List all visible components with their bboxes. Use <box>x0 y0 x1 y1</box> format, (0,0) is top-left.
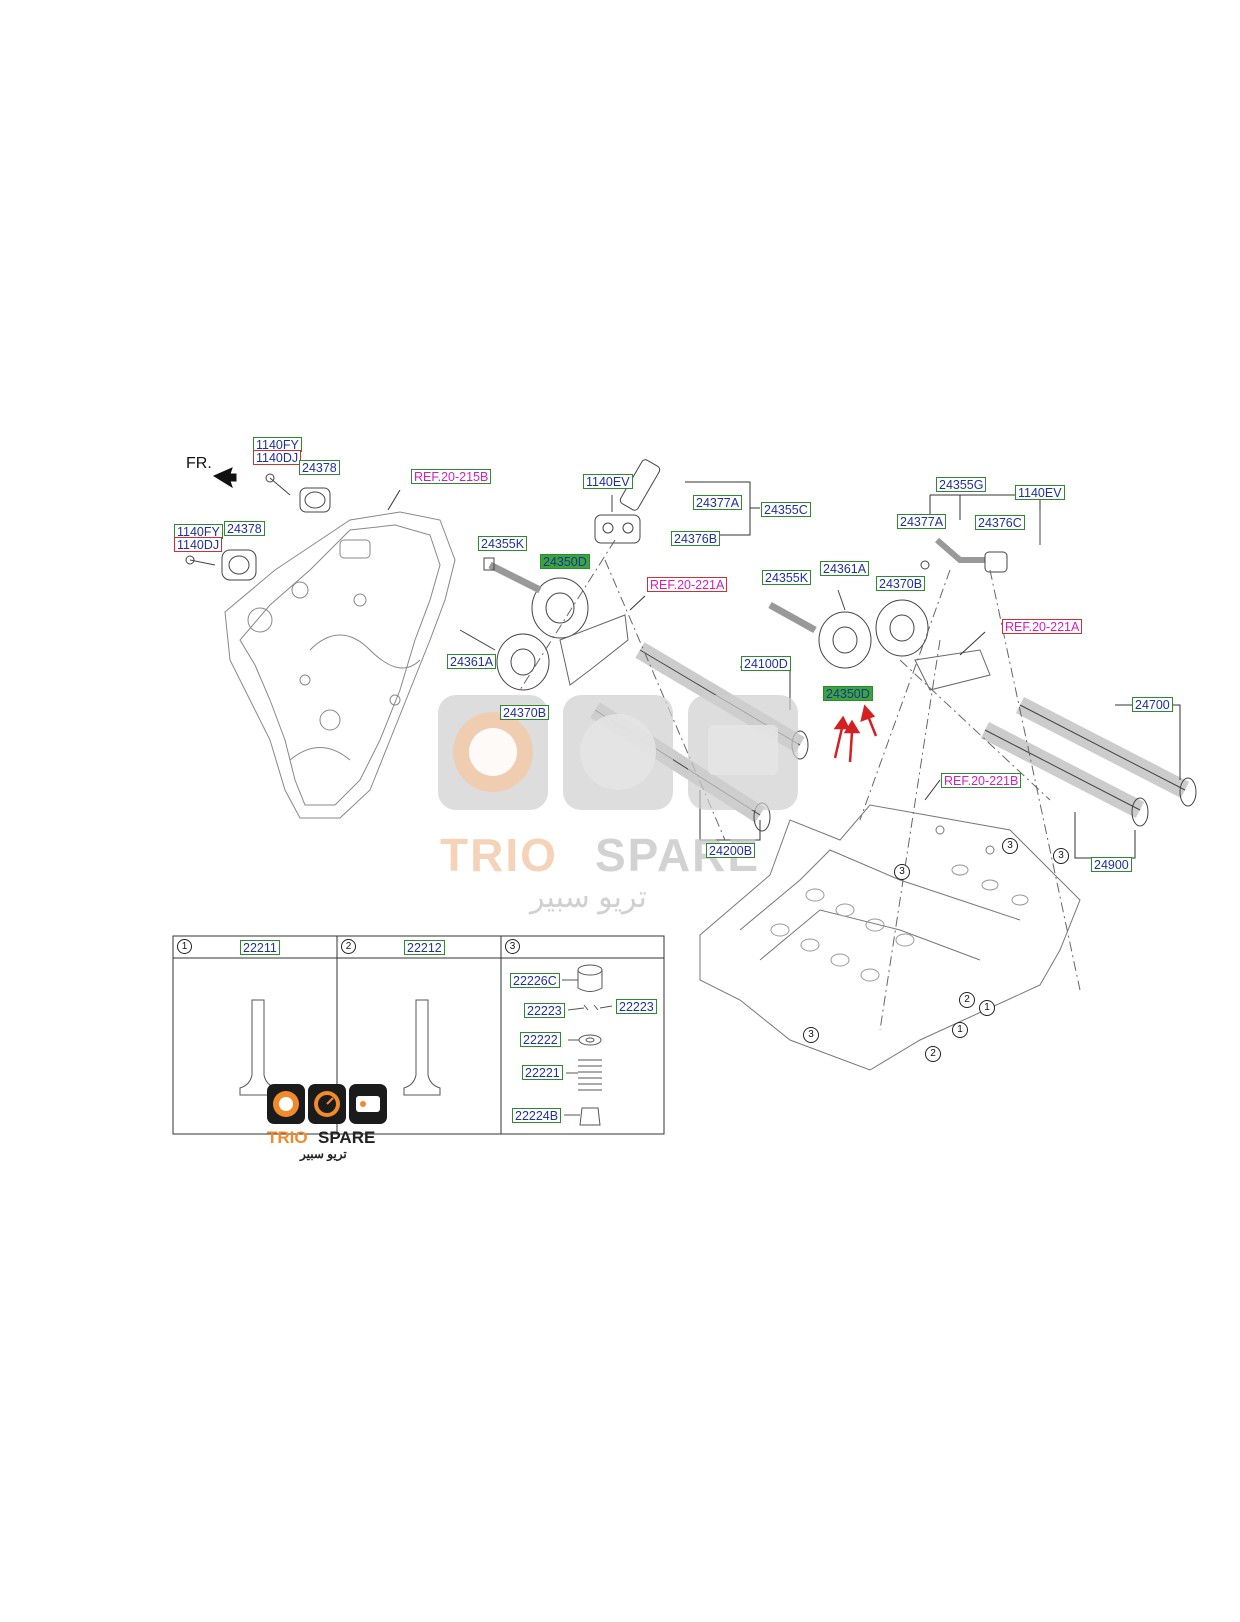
cvvt-gear-right <box>768 589 991 691</box>
part-label-24378-b[interactable]: 24378 <box>224 521 265 536</box>
part-label-22226c[interactable]: 22226C <box>510 973 560 988</box>
part-label-22211[interactable]: 22211 <box>240 940 280 955</box>
callout-3[interactable]: 3 <box>894 864 910 880</box>
callout-1[interactable]: 1 <box>952 1022 968 1038</box>
part-label-24370b-a[interactable]: 24370B <box>500 705 550 720</box>
part-label-22212[interactable]: 22212 <box>404 940 445 955</box>
part-label-24700[interactable]: 24700 <box>1132 697 1173 712</box>
part-label-24355k-b[interactable]: 24355K <box>762 570 812 585</box>
part-label-1140ev-a[interactable]: 1140EV <box>583 474 633 489</box>
part-label-24376c[interactable]: 24376C <box>975 515 1025 530</box>
front-direction-label: FR. <box>186 455 212 472</box>
part-label-24378-a[interactable]: 24378 <box>299 460 340 475</box>
part-label-24370b-b[interactable]: 24370B <box>876 576 926 591</box>
brand-logo-icon <box>267 1084 387 1124</box>
callout-3[interactable]: 3 <box>1053 848 1069 864</box>
oil-control-valve-right <box>920 510 1041 573</box>
part-label-24200b[interactable]: 24200B <box>706 843 756 858</box>
logo-arabic: تريو سبير <box>300 1147 347 1161</box>
watermark-brand-left: TRIO <box>440 829 558 881</box>
part-label-24355c[interactable]: 24355C <box>761 502 811 517</box>
highlight-arrows <box>833 704 878 763</box>
bracket-left <box>559 614 629 686</box>
part-label-1140dj-a[interactable]: 1140DJ <box>253 450 302 465</box>
part-label-24361a-b[interactable]: 24361A <box>820 561 870 576</box>
construction-lines <box>519 539 1081 1031</box>
logo-brand-right: SPARE <box>318 1128 376 1147</box>
part-label-1140dj-b[interactable]: 1140DJ <box>174 537 223 552</box>
watermark-arabic: تريو سبير <box>530 881 647 914</box>
callout-2[interactable]: 2 <box>925 1046 941 1062</box>
part-label-22223-a[interactable]: 22223 <box>524 1003 565 1018</box>
ref-label-20-221a-b[interactable]: REF.20-221A <box>1002 619 1083 634</box>
timing-cover-drawing <box>224 511 456 819</box>
part-label-24100d[interactable]: 24100D <box>741 656 791 671</box>
tensioner-drawings <box>185 473 331 581</box>
watermark-logo-icon <box>438 695 798 810</box>
part-label-1140fy-b[interactable]: 1140FY <box>174 524 223 539</box>
part-label-1140ev-b[interactable]: 1140EV <box>1015 485 1065 500</box>
part-label-24355g[interactable]: 24355G <box>936 477 987 492</box>
oil-control-valve-left <box>594 459 661 544</box>
part-label-24361a-a[interactable]: 24361A <box>447 654 497 669</box>
camshafts-right-bank <box>980 696 1197 827</box>
cvvt-gear-left <box>459 557 589 691</box>
part-label-24350d-a[interactable]: 24350D <box>540 554 590 569</box>
callout-1[interactable]: 1 <box>979 1000 995 1016</box>
valve-train-drawings <box>562 964 613 1126</box>
part-label-22222[interactable]: 22222 <box>520 1032 561 1047</box>
logo-brand-left: TRIO <box>267 1128 308 1147</box>
part-label-24355k-a[interactable]: 24355K <box>478 536 528 551</box>
part-label-22221[interactable]: 22221 <box>522 1065 563 1080</box>
table-col-3-number: 3 <box>505 939 520 954</box>
callout-3[interactable]: 3 <box>1002 838 1018 854</box>
part-label-24377a-a[interactable]: 24377A <box>693 495 743 510</box>
table-col-2-number: 2 <box>341 939 356 954</box>
part-label-22223-b[interactable]: 22223 <box>616 999 657 1014</box>
part-label-24350d-b[interactable]: 24350D <box>823 686 873 701</box>
part-label-22224b[interactable]: 22224B <box>512 1108 562 1123</box>
ref-label-20-221b[interactable]: REF.20-221B <box>941 773 1022 788</box>
cylinder-head-drawing <box>699 804 1081 1071</box>
part-label-24900[interactable]: 24900 <box>1091 857 1132 872</box>
front-arrow-icon <box>212 467 237 489</box>
ref-label-20-215b[interactable]: REF.20-215B <box>411 469 492 484</box>
ref-label-20-221a-a[interactable]: REF.20-221A <box>647 577 728 592</box>
callout-2[interactable]: 2 <box>959 992 975 1008</box>
callout-3[interactable]: 3 <box>803 1027 819 1043</box>
table-col-1-number: 1 <box>177 939 192 954</box>
part-label-24377a-b[interactable]: 24377A <box>897 514 947 529</box>
part-label-24376b[interactable]: 24376B <box>671 531 721 546</box>
